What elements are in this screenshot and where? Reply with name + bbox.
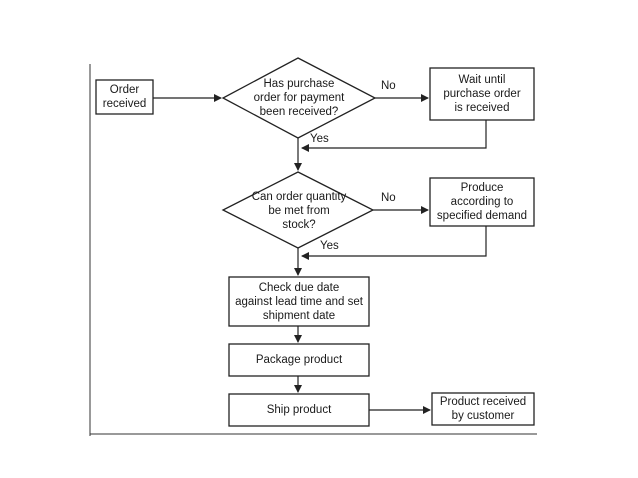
- wait-po-label: Wait until purchase order is received: [443, 74, 521, 114]
- wait-po-box: [429, 67, 535, 121]
- package-box: [228, 343, 370, 377]
- order-received-box: [95, 79, 154, 115]
- package-label: Package product: [255, 354, 343, 366]
- edge-label-stock-yes: Yes: [320, 240, 339, 252]
- order-received-label: Order received: [102, 84, 147, 110]
- received-customer-box: [431, 392, 535, 426]
- edge-label-payment-no: No: [381, 80, 396, 92]
- produce-box: [429, 177, 535, 227]
- edge-label-payment-yes: Yes: [310, 133, 329, 145]
- arrow-produce-return: [301, 226, 487, 260]
- stock-decision-label: Can order quantity be met from stock?: [251, 191, 347, 231]
- check-due-date-label: Check due date against lead time and set…: [235, 281, 363, 322]
- check-due-date-box: [228, 276, 370, 327]
- ship-label: Ship product: [266, 404, 332, 416]
- arrow-wait-return: [301, 120, 487, 152]
- edge-label-stock-no: No: [381, 192, 396, 204]
- payment-decision-label: Has purchase order for payment been rece…: [253, 78, 345, 118]
- ship-box: [228, 393, 370, 427]
- produce-label: Produce according to specified demand: [436, 182, 528, 222]
- received-customer-label: Product received by customer: [439, 396, 527, 422]
